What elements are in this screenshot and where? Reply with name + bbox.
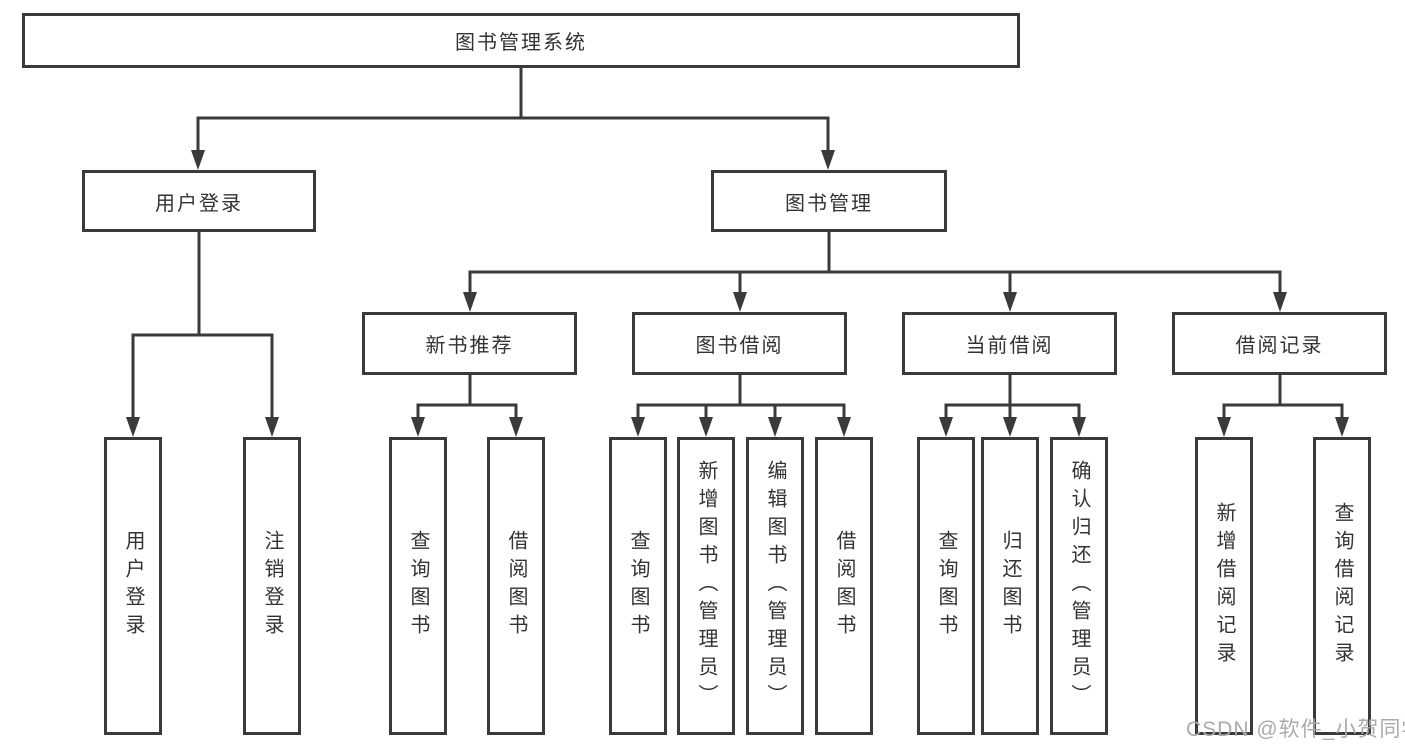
- node-label: 图书借阅: [695, 335, 784, 357]
- node-label: 注销登录: [261, 530, 283, 642]
- node-book-management: 图书管理: [711, 170, 947, 232]
- leaf-query-books-borrowing: 查询图书: [609, 437, 667, 735]
- node-label: 当前借阅: [965, 335, 1054, 357]
- leaf-confirm-return-admin: 确认归还（管理员）: [1050, 437, 1108, 735]
- node-label: 借阅图书: [505, 530, 527, 642]
- leaf-return-books: 归还图书: [981, 437, 1039, 735]
- node-user-login: 用户登录: [82, 170, 316, 232]
- node-root-library-management-system: 图书管理系统: [22, 13, 1020, 68]
- node-label: 查询借阅记录: [1331, 502, 1353, 670]
- leaf-user-login: 用户登录: [104, 437, 162, 735]
- node-book-borrowing: 图书借阅: [632, 312, 847, 375]
- csdn-watermark: CSDN @软件_小贺同学: [1186, 718, 1405, 741]
- leaf-query-books-current: 查询图书: [917, 437, 975, 735]
- leaf-add-books-admin: 新增图书（管理员）: [677, 437, 735, 735]
- leaf-query-borrow-record: 查询借阅记录: [1313, 437, 1371, 735]
- node-label: 新增借阅记录: [1213, 502, 1235, 670]
- node-label: 编辑图书（管理员）: [764, 460, 786, 712]
- leaf-add-borrow-record: 新增借阅记录: [1195, 437, 1253, 735]
- node-label: 确认归还（管理员）: [1068, 460, 1090, 712]
- node-label: 图书管理系统: [455, 32, 587, 54]
- node-label: 新书推荐: [425, 335, 514, 357]
- node-label: 用户登录: [155, 192, 243, 215]
- leaf-borrow-books: 借阅图书: [815, 437, 873, 735]
- node-label: 新增图书（管理员）: [695, 460, 717, 712]
- node-current-borrowing: 当前借阅: [902, 312, 1117, 375]
- node-label: 查询图书: [627, 530, 649, 642]
- node-label: 借阅图书: [833, 530, 855, 642]
- node-new-book-recommendation: 新书推荐: [362, 312, 577, 375]
- node-borrowing-records: 借阅记录: [1172, 312, 1387, 375]
- node-label: 归还图书: [999, 530, 1021, 642]
- leaf-edit-books-admin: 编辑图书（管理员）: [746, 437, 804, 735]
- node-label: 图书管理: [785, 192, 873, 215]
- node-label: 用户登录: [122, 530, 144, 642]
- node-label: 查询图书: [935, 530, 957, 642]
- leaf-logout: 注销登录: [243, 437, 301, 735]
- node-label: 查询图书: [407, 530, 429, 642]
- node-label: 借阅记录: [1235, 335, 1324, 357]
- leaf-query-books-recommendation: 查询图书: [389, 437, 447, 735]
- leaf-borrow-books-recommendation: 借阅图书: [487, 437, 545, 735]
